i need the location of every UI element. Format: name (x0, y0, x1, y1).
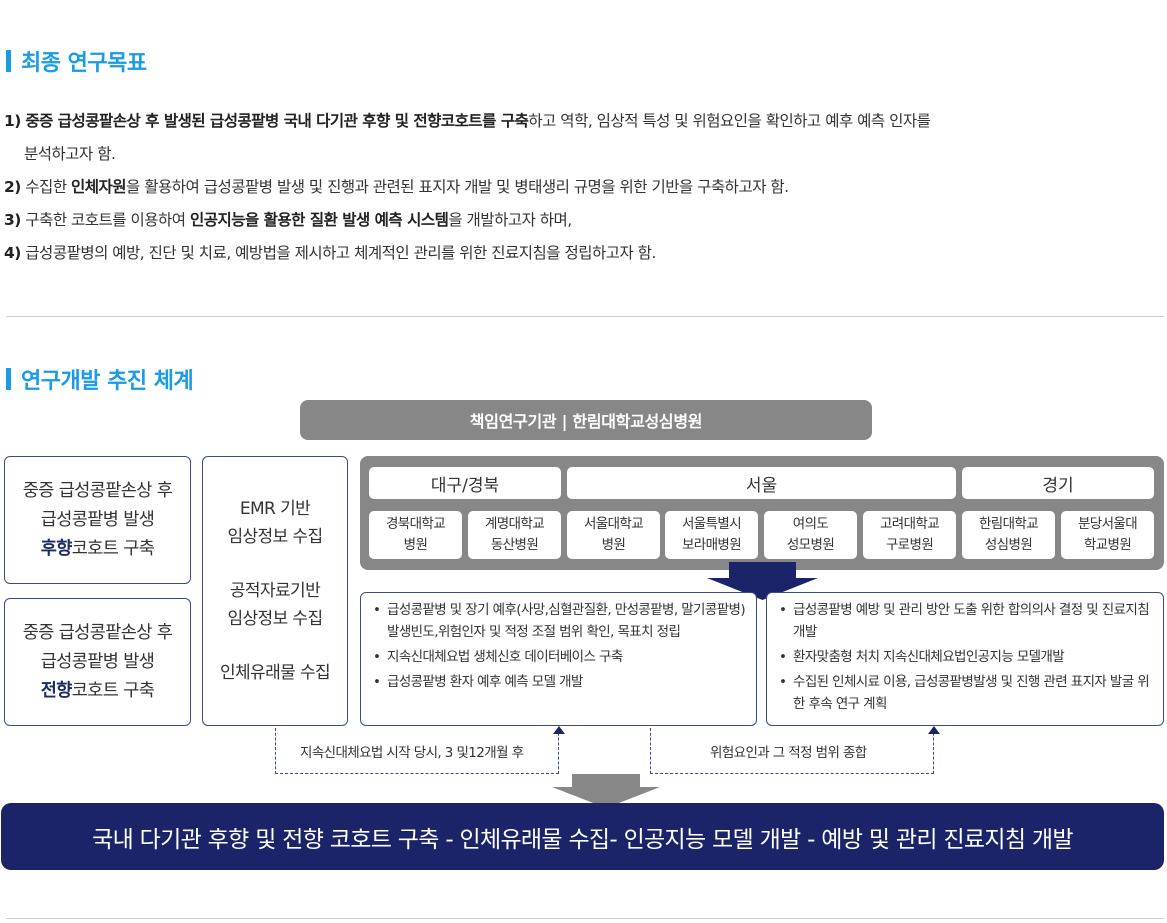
section-heading-goals: 최종 연구목표 (6, 46, 147, 76)
hospital-name: 고려대학교 (879, 516, 940, 532)
hospital-name: 계명대학교 (484, 516, 545, 532)
region-gyeonggi: 경기 (962, 467, 1154, 499)
public-data-collection: 공적자료기반 임상정보 수집 (203, 577, 347, 633)
feedback-note-right: 위험요인과 그 적정 범위 종합 (710, 741, 867, 761)
research-outputs-right-box: 급성콩팥병 예방 및 관리 방안 도출 위한 합의의사 결정 및 진료지침 개발… (766, 592, 1164, 726)
emr-collection: EMR 기반 임상정보 수집 (203, 495, 347, 551)
section-divider (6, 316, 1164, 317)
feedback-loop-left (275, 728, 559, 774)
hospital-name: 구로병원 (885, 537, 934, 553)
feedback-note-left: 지속신대체요법 시작 당시, 3 및12개월 후 (300, 741, 524, 761)
section-title: 최종 연구목표 (21, 51, 147, 76)
bullet-item: 환자맞춤형 처치 지속신대체요법인공지능 모델개발 (779, 646, 1153, 668)
goal-number: 4) (4, 244, 21, 262)
region-seoul: 서울 (567, 467, 956, 499)
data-collection-box: EMR 기반 임상정보 수집 공적자료기반 임상정보 수집 인체유래물 수집 (202, 456, 348, 726)
goal-bold-text: 인공지능을 활용한 질환 발생 예측 시스템 (189, 211, 449, 229)
down-arrow-icon (707, 562, 818, 600)
hospital-name: 성모병원 (786, 537, 835, 553)
goal-item-2: 2) 수집한 인체자원을 활용하여 급성콩팥병 발생 및 진행과 관련된 표지자… (4, 171, 1154, 204)
section-heading-system: 연구개발 추진 체계 (6, 364, 194, 394)
goal-text: 구축한 코호트를 이용하여 (20, 211, 190, 229)
bullet-item: 급성콩팥병 및 장기 예후(사망,심혈관질환, 만성콩팥병, 말기콩팥병) 발생… (373, 599, 746, 643)
card-line: 급성콩팥병 발생 (40, 509, 155, 530)
lead-institution-banner: 책임연구기관 | 한림대학교성심병원 (300, 400, 872, 440)
research-outputs-left-box: 급성콩팥병 및 장기 예후(사망,심혈관질환, 만성콩팥병, 말기콩팥병) 발생… (360, 592, 757, 726)
hospital-name: 서울대학교 (583, 516, 644, 532)
bullet-item: 수집된 인체시료 이용, 급성콩팥병발생 및 진행 관련 표지자 발굴 위한 후… (779, 671, 1153, 715)
goal-text: 수집한 (20, 178, 72, 196)
section-title: 연구개발 추진 체계 (21, 369, 194, 394)
goal-number: 1) (4, 112, 21, 130)
hospital-name: 병원 (601, 537, 626, 553)
goal-list: 1) 중증 급성콩팥손상 후 발생된 급성콩팥병 국내 다기관 후향 및 전향코… (4, 105, 1154, 270)
hospital-name: 보라매병원 (681, 537, 742, 553)
goal-item-3: 3) 구축한 코호트를 이용하여 인공지능을 활용한 질환 발생 예측 시스템을… (4, 204, 1154, 237)
hospital-name: 경북대학교 (385, 516, 446, 532)
collection-line: EMR 기반 (239, 499, 311, 519)
goal-text: 을 활용하여 급성콩팥병 발생 및 진행과 관련된 표지자 개발 및 병태생리 … (126, 178, 789, 196)
card-line: 중증 급성콩팥손상 후 (22, 480, 173, 501)
bottom-divider (6, 918, 1164, 919)
hospital-name: 병원 (403, 537, 428, 553)
hospital-name: 서울특별시 (681, 516, 742, 532)
goal-bold-text: 중증 급성콩팥손상 후 발생된 급성콩팥병 국내 다기관 후향 및 전향코호트를… (25, 112, 529, 130)
bullet-item: 급성콩팥병 환자 예후 예측 모델 개발 (373, 671, 746, 693)
heading-bar (6, 50, 11, 72)
hospital-name: 성심병원 (984, 537, 1033, 553)
goal-item-1-continued: 분석하고자 함. (24, 145, 116, 163)
hospital-name: 동산병원 (490, 537, 539, 553)
card-text: 코호트 구축 (71, 680, 155, 701)
hospital-name: 학교병원 (1083, 537, 1132, 553)
feedback-loop-right (650, 728, 934, 774)
card-line: 중증 급성콩팥손상 후 (22, 622, 173, 643)
heading-bar (6, 368, 11, 390)
card-line: 급성콩팥병 발생 (40, 651, 155, 672)
goal-item-4: 4) 급성콩팥병의 예방, 진단 및 치료, 예방법을 제시하고 체계적인 관리… (4, 237, 1154, 270)
goal-number: 2) (4, 178, 21, 196)
card-bold: 전향 (40, 680, 73, 701)
card-text: 코호트 구축 (71, 538, 155, 559)
prospective-cohort-card: 중증 급성콩팥손상 후 급성콩팥병 발생 전향코호트 구축 (4, 598, 191, 726)
arrow-up-icon (928, 726, 940, 734)
retrospective-cohort-card: 중증 급성콩팥손상 후 급성콩팥병 발생 후향코호트 구축 (4, 456, 191, 584)
goal-text: 급성콩팥병의 예방, 진단 및 치료, 예방법을 제시하고 체계적인 관리를 위… (20, 244, 656, 262)
card-bold: 후향 (40, 538, 73, 559)
goal-item-1: 1) 중증 급성콩팥손상 후 발생된 급성콩팥병 국내 다기관 후향 및 전향코… (4, 105, 1154, 138)
collection-line: 임상정보 수집 (227, 609, 323, 629)
biospecimen-collection: 인체유래물 수집 (203, 659, 347, 687)
hospital-name: 여의도 (792, 516, 829, 532)
goal-text: 을 개발하고자 하며, (448, 211, 572, 229)
region-daegu: 대구/경북 (369, 467, 561, 499)
collection-line: 임상정보 수집 (227, 527, 323, 547)
down-arrow-icon (552, 774, 660, 808)
card-line: 전향코호트 구축 (40, 677, 155, 706)
collection-line: 인체유래물 수집 (219, 663, 331, 683)
collection-line: 공적자료기반 (229, 581, 321, 601)
bullet-item: 급성콩팥병 예방 및 관리 방안 도출 위한 합의의사 결정 및 진료지침 개발 (779, 599, 1153, 643)
goal-text: 하고 역학, 임상적 특성 및 위험요인을 확인하고 예후 예측 인자를 (528, 112, 931, 130)
hospital-name: 한림대학교 (978, 516, 1039, 532)
hospital-name: 분당서울대 (1077, 516, 1138, 532)
arrow-up-icon (553, 726, 565, 734)
goal-number: 3) (4, 211, 21, 229)
goal-bold-text: 인체자원 (71, 178, 127, 196)
final-outcome-banner: 국내 다기관 후향 및 전향 코호트 구축 - 인체유래물 수집- 인공지능 모… (1, 803, 1164, 870)
bullet-item: 지속신대체요법 생체신호 데이터베이스 구축 (373, 646, 746, 668)
card-line: 후향코호트 구축 (40, 535, 155, 564)
